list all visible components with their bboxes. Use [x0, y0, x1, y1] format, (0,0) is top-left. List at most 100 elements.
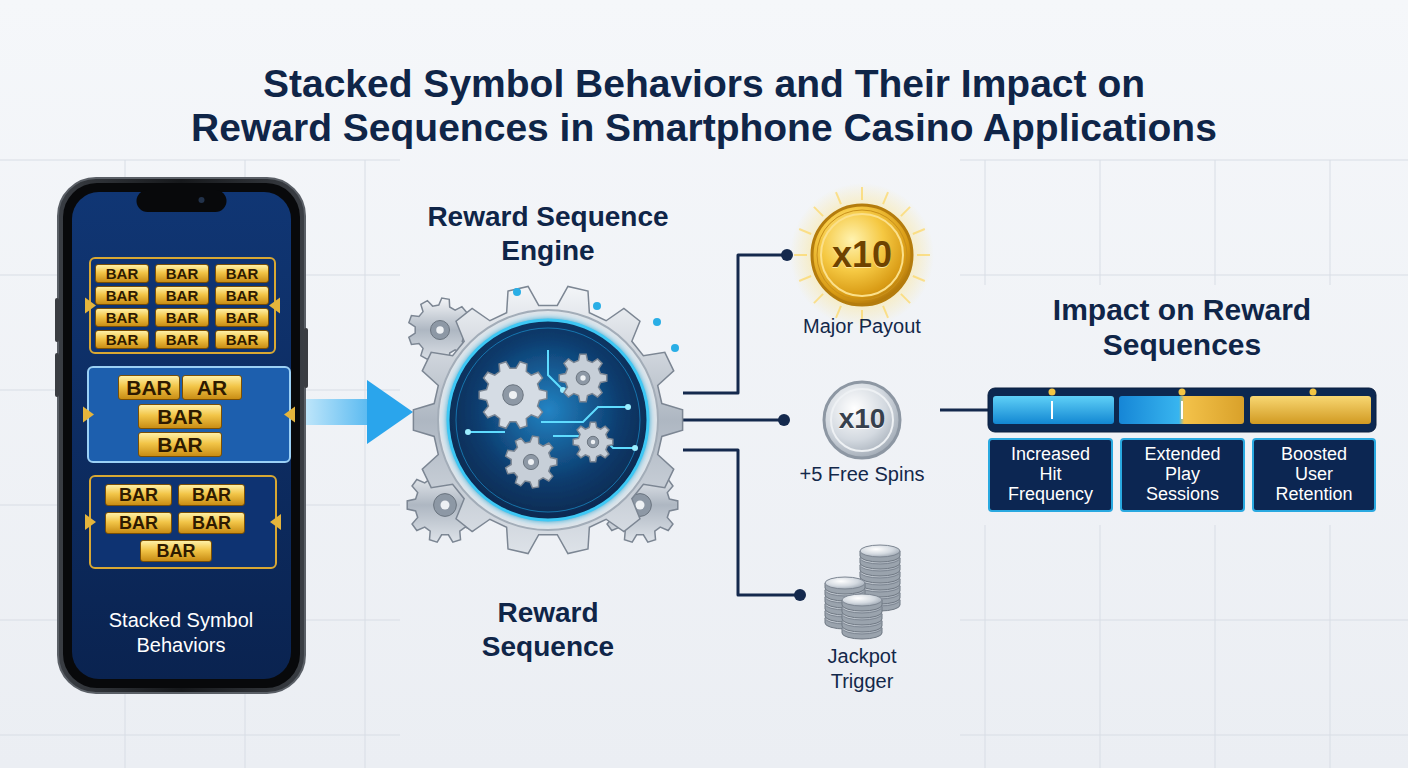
signal-dot — [593, 302, 601, 310]
reward-engine-gear: Reward Sequence EngineReward Sequence — [413, 200, 683, 670]
inner-gear-hub — [503, 385, 524, 406]
coin-multiplier: x10 — [784, 403, 940, 435]
coin-stack: Jackpot Trigger — [800, 548, 925, 698]
coin-ray — [917, 254, 930, 256]
symbol-label: BAR — [166, 310, 199, 325]
impact-segment — [1119, 396, 1244, 424]
grid-lines — [0, 160, 1408, 768]
reel-panel — [90, 476, 276, 568]
symbol-label: BAR — [192, 486, 231, 504]
impact-progress-bar-outline — [988, 388, 1376, 432]
circuit-node — [632, 445, 638, 451]
inner-gear — [573, 422, 613, 462]
impact-segment — [993, 396, 1114, 424]
reel-panel — [90, 258, 275, 353]
inner-gear-axle — [580, 375, 585, 380]
circuit-trace — [468, 431, 505, 433]
coin-ray — [836, 192, 841, 204]
impact-progress-bar: Impact on Reward Sequences — [988, 388, 1376, 432]
symbol-label: BAR — [119, 514, 158, 532]
signal-dot — [671, 344, 679, 352]
bar-symbol-tile: BAR — [155, 308, 209, 327]
impact-connector — [940, 409, 988, 412]
progress-dot — [1179, 389, 1186, 396]
inner-gear-hub — [576, 371, 590, 385]
satellite-gear-hub — [434, 494, 457, 517]
progress-tick — [1181, 401, 1183, 419]
satellite-gear-hub — [431, 321, 450, 340]
inner-gear — [479, 362, 547, 429]
gear-ring — [438, 310, 658, 530]
symbol-label: BAR — [226, 266, 259, 281]
coin-top — [860, 545, 900, 557]
inner-gear-axle — [528, 459, 534, 465]
symbol-label: BAR — [106, 332, 139, 347]
silver-coin-outline — [784, 378, 940, 508]
silver-coin: x10+5 Free Spins — [784, 378, 940, 508]
phone-bezel — [63, 183, 300, 688]
impact-label: Increased Hit Frequency — [1001, 445, 1101, 504]
symbol-label: BAR — [157, 434, 203, 455]
bar-symbol-tile: BAR — [215, 308, 269, 327]
symbol-label: BAR — [166, 332, 199, 347]
engine-heading: Reward Sequence Engine — [413, 200, 683, 267]
progress-dot — [1310, 389, 1317, 396]
coin-multiplier: x10 — [787, 234, 937, 275]
symbol-label: BAR — [226, 310, 259, 325]
symbol-label: BAR — [166, 288, 199, 303]
diagram-title: Stacked Symbol Behaviors and Their Impac… — [144, 62, 1264, 150]
coin-ray — [861, 187, 863, 200]
bar-symbol-tile: BAR — [155, 330, 209, 349]
inner-gear-axle — [509, 391, 517, 399]
symbol-label: BAR — [226, 288, 259, 303]
inner-gear — [506, 436, 557, 488]
circuit-trace — [553, 436, 635, 448]
coin-ray — [794, 254, 807, 256]
bar-symbol-tile: BAR — [215, 264, 269, 283]
coin-ray — [883, 192, 888, 204]
circuit-trace — [548, 350, 563, 390]
inner-gear-hub — [587, 436, 598, 447]
output-connector — [683, 450, 800, 595]
phone-caption: Stacked Symbol Behaviors — [96, 608, 266, 658]
bar-symbol-tile: BAR — [155, 286, 209, 305]
reward-label: Jackpot Trigger — [812, 644, 912, 694]
inner-gear-hub — [523, 454, 538, 469]
reel-marker — [269, 298, 280, 314]
phone-screen — [72, 192, 291, 679]
bar-symbol-tile: BAR — [118, 375, 180, 400]
impact-label: Extended Play Sessions — [1133, 445, 1233, 504]
bar-symbol-tile: BAR — [105, 484, 172, 506]
satellite-gear-axle — [636, 501, 645, 510]
impact-heading: Impact on Reward Sequences — [1002, 293, 1362, 362]
symbol-label: AR — [197, 377, 227, 398]
impact-box: Boosted User Retention — [1252, 438, 1376, 512]
coin-ray — [799, 276, 811, 281]
coin-ray — [814, 207, 823, 216]
inner-gear — [559, 354, 607, 402]
satellite-gear-axle — [436, 326, 444, 334]
bar-symbol-tile: BAR — [215, 330, 269, 349]
symbol-label: BAR — [166, 266, 199, 281]
bar-symbol-tile: BAR — [138, 404, 222, 429]
symbol-label: BAR — [106, 310, 139, 325]
inner-gear-axle — [591, 440, 596, 445]
coin-ray — [913, 229, 925, 234]
gold-coin: x10Major Payout — [787, 198, 937, 338]
bar-symbol-tile: BAR — [95, 264, 149, 283]
symbol-label: BAR — [106, 288, 139, 303]
engine-caption: Reward Sequence — [463, 596, 633, 663]
phone-camera — [199, 197, 205, 203]
engine-gear — [413, 286, 682, 553]
coin-top — [825, 577, 865, 589]
signal-dot — [513, 288, 521, 296]
impact-bar-frame — [988, 388, 1376, 432]
reel-marker — [284, 407, 295, 423]
circuit-node — [465, 429, 471, 435]
reel-panel — [88, 367, 290, 462]
circuit-trace — [541, 407, 628, 422]
symbol-label: BAR — [192, 514, 231, 532]
bar-symbol-tile: BAR — [95, 330, 149, 349]
phone-button — [55, 353, 59, 397]
progress-dot — [1049, 389, 1056, 396]
